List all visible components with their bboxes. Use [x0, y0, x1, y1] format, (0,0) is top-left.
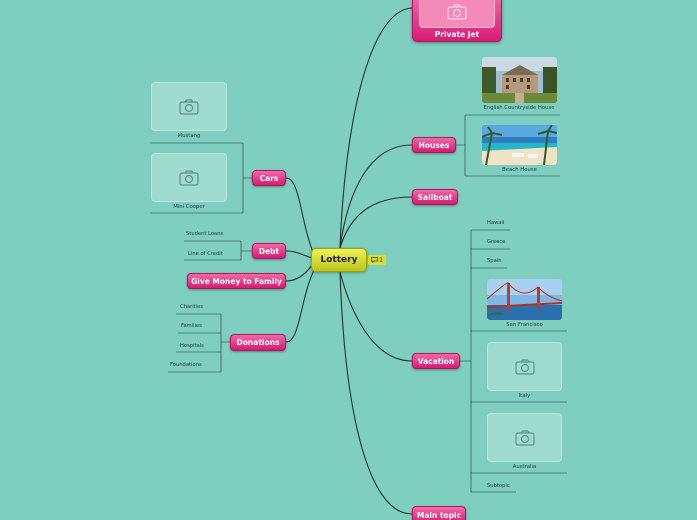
comment-count: 1	[379, 256, 383, 264]
house-caption: Beach House	[502, 167, 537, 173]
mustang-image-placeholder	[151, 82, 227, 131]
comment-badge[interactable]: 1	[368, 255, 386, 265]
vacation-caption: San Francisco	[506, 322, 543, 328]
house-caption: English Countryside House	[483, 105, 555, 111]
topic-debt[interactable]: Debt	[252, 243, 286, 259]
topic-donations[interactable]: Donations	[230, 334, 286, 351]
camera-icon	[514, 429, 535, 446]
comment-icon	[371, 257, 378, 263]
donation-item: Charities	[180, 304, 204, 310]
donation-item: Hospitals	[180, 343, 204, 349]
vacation-item: Subtopic	[487, 483, 510, 489]
vacation-caption: Australia	[512, 464, 537, 470]
car-caption: Mustang	[177, 133, 201, 139]
mini-cooper-image-placeholder	[151, 153, 227, 202]
vacation-caption: Italy	[518, 393, 531, 399]
vacation-item: Spain	[487, 258, 502, 264]
debt-item: Line of Credit	[188, 251, 223, 257]
topic-private-jet[interactable]: Private Jet	[412, 0, 502, 42]
camera-icon	[179, 98, 199, 115]
topic-sailboat[interactable]: Sailboat	[412, 189, 458, 205]
vacation-item: Greece	[487, 239, 506, 245]
camera-icon	[179, 169, 199, 186]
topic-main-topic[interactable]: Main topic	[412, 506, 466, 520]
donation-item: Foundations	[170, 362, 202, 368]
topic-houses[interactable]: Houses	[412, 137, 456, 153]
private-jet-label: Private Jet	[434, 30, 480, 39]
camera-icon	[514, 358, 535, 375]
beach-house-photo	[482, 125, 557, 165]
central-topic[interactable]: Lottery	[311, 248, 367, 272]
topic-give-money-to-family[interactable]: Give Money to Family	[187, 273, 286, 289]
donation-item: Families	[181, 323, 202, 329]
camera-icon	[447, 3, 467, 20]
english-house-photo	[482, 57, 557, 103]
topic-cars[interactable]: Cars	[252, 170, 286, 186]
italy-image-placeholder	[487, 342, 562, 391]
san-francisco-photo	[487, 279, 562, 320]
private-jet-image-placeholder	[419, 0, 495, 28]
car-caption: Mini Cooper	[173, 204, 205, 210]
topic-vacation[interactable]: Vacation	[412, 353, 460, 369]
australia-image-placeholder	[487, 413, 562, 462]
vacation-item: Hawaii	[487, 220, 505, 226]
debt-item: Student Loans	[186, 231, 224, 237]
